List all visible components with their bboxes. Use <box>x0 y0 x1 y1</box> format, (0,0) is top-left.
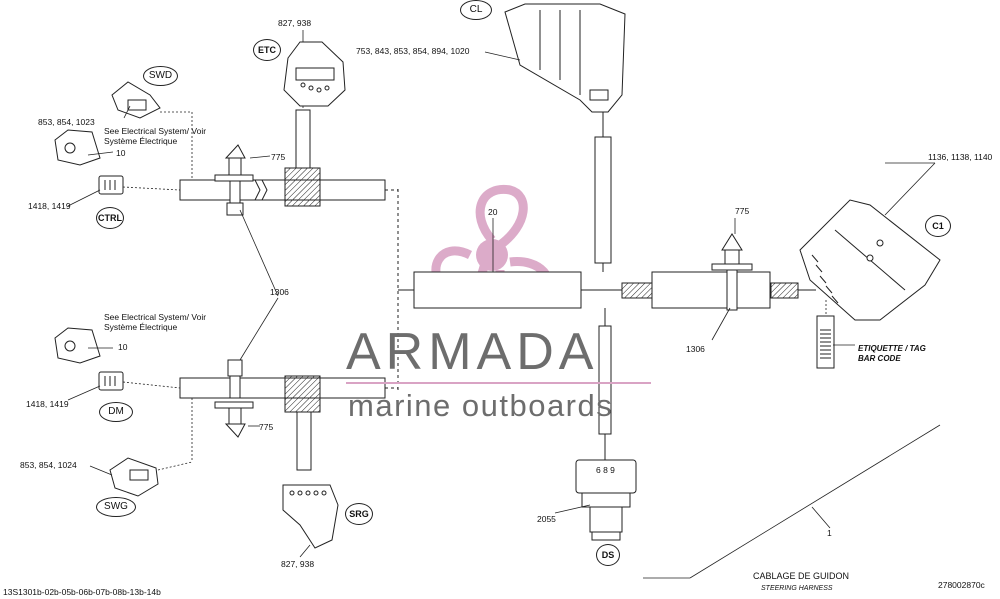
ref-1306-right: 1306 <box>686 344 705 354</box>
ref-1306-left: 1306 <box>270 287 289 297</box>
figure-number: 278002870c <box>938 580 985 590</box>
upper-branch <box>179 109 398 207</box>
connector-ctrl <box>98 175 124 195</box>
swg-part-numbers: 853, 854, 1024 <box>20 460 77 470</box>
tag-label-line1: ETIQUETTE / TAG <box>858 344 926 353</box>
module-10-top <box>54 129 101 166</box>
connector-srg <box>282 484 339 549</box>
bar-code-tag <box>816 315 835 369</box>
bubble-c1: C1 <box>925 215 951 237</box>
connector-dm <box>98 371 124 391</box>
connector-cl <box>504 3 626 113</box>
ref-20: 20 <box>488 207 498 217</box>
c1-part-numbers: 1136, 1138, 1140 <box>928 152 993 162</box>
watermark-tagline: marine outboards <box>348 388 614 423</box>
connector-ds <box>575 459 637 541</box>
watermark-brand: ARMADA <box>346 323 599 381</box>
srg-part-numbers: 827, 938 <box>281 559 315 569</box>
connector-c1 <box>799 199 941 321</box>
ctrl-part-numbers: 1418, 1419 <box>28 201 71 211</box>
diagram-subtitle: STEERING HARNESS <box>761 585 833 592</box>
connector-etc <box>283 41 346 107</box>
clip-775-top <box>214 144 254 216</box>
ds-pin-digits: 6 8 9 <box>596 465 615 475</box>
ref-775-right: 775 <box>735 206 750 216</box>
ref-2055: 2055 <box>537 514 556 524</box>
dm-part-numbers: 1418, 1419 <box>26 399 69 409</box>
tag-label: ETIQUETTE / TAG BAR CODE <box>858 344 926 364</box>
etc-part-numbers: 827, 938 <box>278 18 312 28</box>
diagram-title: CABLAGE DE GUIDON <box>753 571 850 581</box>
ref-1: 1 <box>827 528 832 538</box>
connector-swd <box>111 81 161 119</box>
bubble-ds: DS <box>596 544 620 566</box>
ref-10-bottom: 10 <box>118 342 128 352</box>
swd-part-numbers: 853, 854, 1023 <box>38 117 95 127</box>
bubble-cl: CL <box>460 0 492 20</box>
tag-label-line2: BAR CODE <box>858 354 901 363</box>
bubble-ctrl: CTRL <box>96 207 124 229</box>
main-harness <box>397 110 816 460</box>
bubble-swg: SWG <box>96 497 136 517</box>
bubble-dm: DM <box>99 402 133 422</box>
ref-775-bottom: 775 <box>259 422 274 432</box>
drawing-code: 13S1301b-02b-05b-06b-07b-08b-13b-14b <box>3 587 161 597</box>
see-electrical-bottom: See Electrical System/ Voir Système Élec… <box>104 312 207 332</box>
module-10-bottom <box>54 327 101 364</box>
watermark-divider <box>346 382 651 384</box>
see-electrical-top: See Electrical System/ Voir Système Élec… <box>104 126 207 146</box>
leader-lines <box>67 30 941 579</box>
connector-swg <box>109 457 159 497</box>
ref-775-top: 775 <box>271 152 286 162</box>
bubble-srg: SRG <box>345 503 373 525</box>
clip-775-right <box>711 233 753 311</box>
bubble-etc: ETC <box>253 39 281 61</box>
clip-775-bottom <box>214 359 254 438</box>
bubble-swd: SWD <box>143 66 178 86</box>
cl-part-numbers: 753, 843, 853, 854, 894, 1020 <box>356 46 470 56</box>
dashed-leaders <box>122 106 827 471</box>
ref-10-top: 10 <box>116 148 126 158</box>
